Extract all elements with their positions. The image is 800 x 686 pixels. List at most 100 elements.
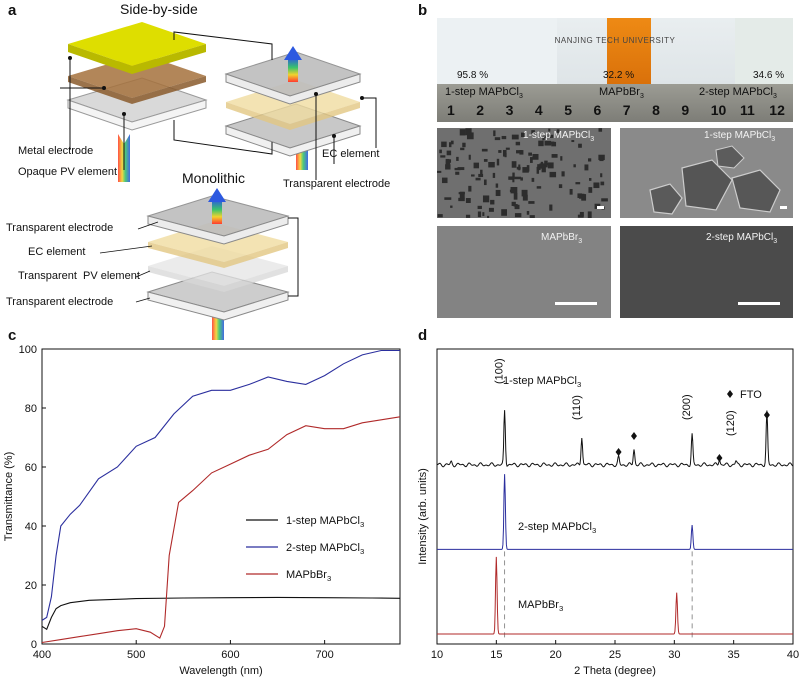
sample-3-film xyxy=(735,18,793,86)
sem-grain xyxy=(593,182,600,189)
sem-grain xyxy=(487,215,490,218)
ruler-number: 2 xyxy=(476,102,485,118)
side-right-stack xyxy=(224,46,364,170)
x-tick-label: 25 xyxy=(609,649,621,661)
monolithic-title: Monolithic xyxy=(182,170,246,186)
mono-connectors xyxy=(288,217,299,297)
x-tick-label: 20 xyxy=(550,649,562,661)
ruler-label-2: MAPbBr3 xyxy=(599,86,644,101)
percent-1: 95.8 % xyxy=(457,70,489,81)
sem-grain xyxy=(488,207,494,212)
sem-grain xyxy=(509,189,516,193)
sem-grain xyxy=(483,159,488,162)
mono-stack xyxy=(146,188,290,340)
sem-grain xyxy=(508,176,514,180)
peak-label: (100) xyxy=(494,358,506,384)
x-tick-label: 500 xyxy=(127,649,145,661)
sem-1: 1-step MAPbCl3 xyxy=(437,128,611,218)
sem-grain xyxy=(466,132,474,140)
x-tick-label: 15 xyxy=(490,649,502,661)
sem-grain xyxy=(514,213,522,218)
trace-label: MAPbBr3 xyxy=(518,599,563,613)
side-by-side-title: Side-by-side xyxy=(120,1,198,17)
sem-grain xyxy=(495,183,499,188)
sem-grain xyxy=(522,167,529,173)
sem-3-scale-bar xyxy=(555,302,597,305)
fto-marker xyxy=(630,432,637,440)
series-line xyxy=(41,349,400,621)
trace-label: 2-step MAPbCl3 xyxy=(518,521,596,535)
device-photo: NANJING TECH UNIVERSITY 95.8 % 32.2 % 34… xyxy=(437,18,793,122)
ruler-label-3: 2-step MAPbCl3 xyxy=(699,86,777,101)
sem-4-label: 2-step MAPbCl3 xyxy=(706,232,778,245)
sem-grain xyxy=(541,165,546,173)
sem-grain xyxy=(538,140,544,147)
sem-grain xyxy=(478,173,484,178)
x-tick-label: 40 xyxy=(787,649,799,661)
sem-grain xyxy=(437,170,442,173)
sem-grain xyxy=(600,181,605,186)
peak-label: (110) xyxy=(571,395,583,420)
series-line xyxy=(41,596,401,631)
panel-letter-c: c xyxy=(8,327,17,344)
sem-grain xyxy=(477,211,482,218)
sem-grain xyxy=(513,204,518,207)
sem-grain xyxy=(558,184,563,189)
sem-grain xyxy=(531,177,535,182)
sem-grain xyxy=(468,185,472,192)
fto-legend-marker xyxy=(727,390,733,398)
sem-3-label: MAPbBr3 xyxy=(541,232,583,245)
sem-grain xyxy=(465,198,471,203)
sem-grain xyxy=(532,153,539,160)
sem-2-scale-bar xyxy=(780,206,787,209)
sem-grain xyxy=(587,211,592,218)
label-transparent-electrode: Transparent electrode xyxy=(283,178,391,190)
sem-grain xyxy=(475,177,481,181)
sem-grain xyxy=(522,194,528,201)
sem-grain xyxy=(444,197,452,200)
ruler-number: 6 xyxy=(593,102,602,118)
sem-grain xyxy=(511,201,516,206)
x-tick-label: 10 xyxy=(431,649,443,661)
sem-grain xyxy=(549,141,555,145)
sem-grain xyxy=(465,128,472,136)
sem-grain xyxy=(571,140,575,143)
label-ec-element: EC element xyxy=(322,148,380,160)
sem-grain xyxy=(516,166,521,170)
sem-4-scale-bar xyxy=(738,302,780,305)
fto-marker xyxy=(763,411,770,419)
x-tick-label: 30 xyxy=(668,649,680,661)
label-mono-transparent-electrode-top: Transparent electrode xyxy=(6,222,114,234)
sem-grain xyxy=(441,177,448,184)
sem-grain xyxy=(454,167,461,171)
sem-grain xyxy=(450,205,453,208)
fto-marker xyxy=(615,448,622,456)
ruler-number: 7 xyxy=(622,102,631,118)
sem-grain xyxy=(462,142,466,148)
label-mono-transparent-pv: Transparent PV element xyxy=(18,270,140,282)
y-tick-label: 80 xyxy=(25,403,37,415)
sem-grain xyxy=(588,187,593,193)
series-line xyxy=(41,416,401,644)
x-tick-label: 35 xyxy=(728,649,740,661)
sem-grain xyxy=(481,148,488,152)
sem-grain xyxy=(468,154,471,160)
label-opaque-pv: Opaque PV element xyxy=(18,166,118,178)
sem-grain xyxy=(542,136,545,141)
legend-label: 2-step MAPbCl3 xyxy=(286,542,364,556)
sem-grain xyxy=(493,130,496,137)
sem-grain xyxy=(515,141,521,146)
panel-letter-d: d xyxy=(418,327,428,344)
sem-grain xyxy=(494,137,501,141)
sem-grain xyxy=(520,132,525,138)
x-tick-label: 600 xyxy=(221,649,239,661)
sem-grain xyxy=(511,134,519,140)
sem-grain xyxy=(511,161,517,168)
sem-grain xyxy=(578,193,585,199)
sem-grain xyxy=(512,176,515,183)
sem-grain xyxy=(460,147,465,151)
sem-grain xyxy=(573,164,576,168)
y-tick-label: 40 xyxy=(25,521,37,533)
